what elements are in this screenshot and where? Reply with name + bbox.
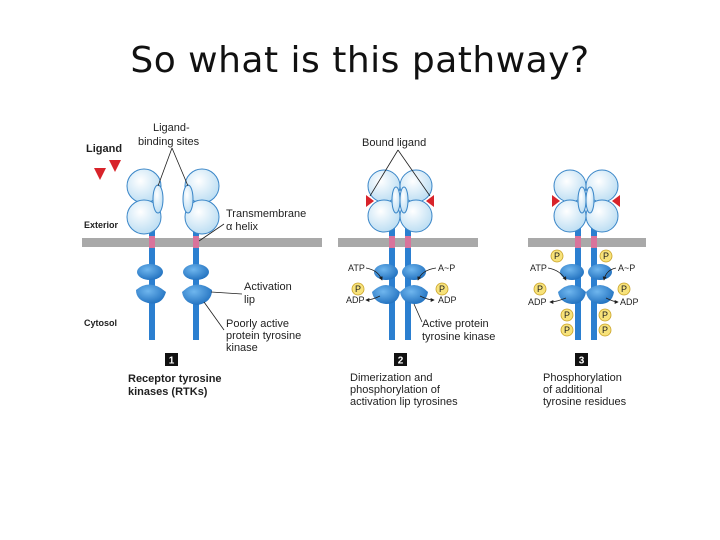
svg-text:P: P [537, 284, 543, 294]
membrane-panel-3 [528, 238, 646, 247]
label-cytosol: Cytosol [84, 318, 117, 328]
phosphate-badge: P [351, 282, 365, 296]
free-ligand-triangle [109, 160, 121, 172]
label-bound-ligand: Bound ligand [362, 137, 426, 149]
leader-line [369, 149, 399, 197]
phosphate-badge: P [560, 323, 574, 337]
panel-1-number: 1 [165, 353, 178, 367]
panel-3-number: 3 [575, 353, 588, 367]
svg-text:P: P [554, 251, 560, 261]
panel-2-number: 2 [394, 353, 407, 367]
label-adp: ADP [620, 297, 639, 307]
phosphate-badge: P [533, 282, 547, 296]
svg-text:P: P [602, 310, 608, 320]
panel-3-caption: of additional [543, 384, 602, 396]
panel-1-caption: Receptor tyrosine [128, 373, 222, 385]
label-activation-lip: Activation [244, 281, 292, 293]
leader-line [210, 291, 243, 295]
panel-2-caption: activation lip tyrosines [350, 396, 458, 408]
phosphate-badge: P [598, 323, 612, 337]
leader-line [157, 147, 173, 187]
panel-3-caption: tyrosine residues [543, 396, 627, 408]
label-a-p: A~P [618, 263, 635, 273]
phosphate-badge: P [435, 282, 449, 296]
slide-title: So what is this pathway? [130, 40, 590, 81]
label-atp: ATP [348, 263, 365, 273]
svg-text:2: 2 [398, 356, 404, 367]
label-transmembrane: Transmembrane [226, 208, 306, 220]
free-ligand-triangle [94, 168, 106, 180]
label-activation-lip: lip [244, 294, 255, 306]
bound-ligand-triangle [612, 195, 620, 207]
leader-line [203, 301, 225, 331]
leader-line [413, 303, 423, 323]
reaction-arrow [605, 297, 619, 304]
label-binding-sites: binding sites [138, 136, 200, 148]
phosphate-badge: P [560, 308, 574, 322]
svg-text:P: P [355, 284, 361, 294]
phosphate-badge: P [598, 308, 612, 322]
svg-text:P: P [564, 310, 570, 320]
phosphate-badge: P [617, 282, 631, 296]
label-active-kinase: tyrosine kinase [422, 331, 495, 343]
svg-text:3: 3 [579, 356, 585, 367]
panel-2-dimer [366, 169, 434, 340]
label-poorly-active: protein tyrosine [226, 330, 301, 342]
label-poorly-active: kinase [226, 342, 258, 354]
label-a-p: A~P [438, 263, 455, 273]
reaction-arrow [365, 267, 383, 281]
reaction-arrow [602, 267, 617, 281]
panel-3-caption: Phosphorylation [543, 372, 622, 384]
svg-text:P: P [564, 325, 570, 335]
label-adp: ADP [438, 295, 457, 305]
label-transmembrane: α helix [226, 221, 259, 233]
svg-text:P: P [439, 284, 445, 294]
svg-text:1: 1 [169, 356, 175, 367]
reaction-arrow [417, 267, 437, 281]
leader-line [198, 223, 225, 242]
leader-line [171, 147, 189, 187]
reaction-arrow [547, 267, 567, 281]
label-adp: ADP [346, 295, 365, 305]
reaction-arrow [549, 297, 567, 304]
label-binding-sites: Ligand- [153, 122, 190, 134]
label-active-kinase: Active protein [422, 318, 489, 330]
bound-ligand-triangle [366, 195, 374, 207]
reaction-arrow [365, 295, 381, 302]
leader-line [397, 149, 431, 197]
svg-text:P: P [621, 284, 627, 294]
phosphate-badge: P [599, 249, 613, 263]
membrane-panel-1 [82, 238, 322, 247]
label-exterior: Exterior [84, 220, 119, 230]
panel-1-receptor-left [126, 168, 166, 340]
panel-2-caption: phosphorylation of [350, 384, 441, 396]
panel-2-caption: Dimerization and [350, 372, 433, 384]
phosphate-badge: P [550, 249, 564, 263]
reaction-arrow [419, 295, 435, 302]
svg-text:P: P [603, 251, 609, 261]
label-atp: ATP [530, 263, 547, 273]
svg-text:P: P [602, 325, 608, 335]
bound-ligand-triangle [426, 195, 434, 207]
label-adp: ADP [528, 297, 547, 307]
bound-ligand-triangle [552, 195, 560, 207]
label-poorly-active: Poorly active [226, 318, 289, 330]
panel-3-dimer [552, 169, 620, 340]
label-ligand: Ligand [86, 143, 122, 155]
panel-1-caption: kinases (RTKs) [128, 386, 208, 398]
panel-1-receptor-right [182, 168, 220, 340]
